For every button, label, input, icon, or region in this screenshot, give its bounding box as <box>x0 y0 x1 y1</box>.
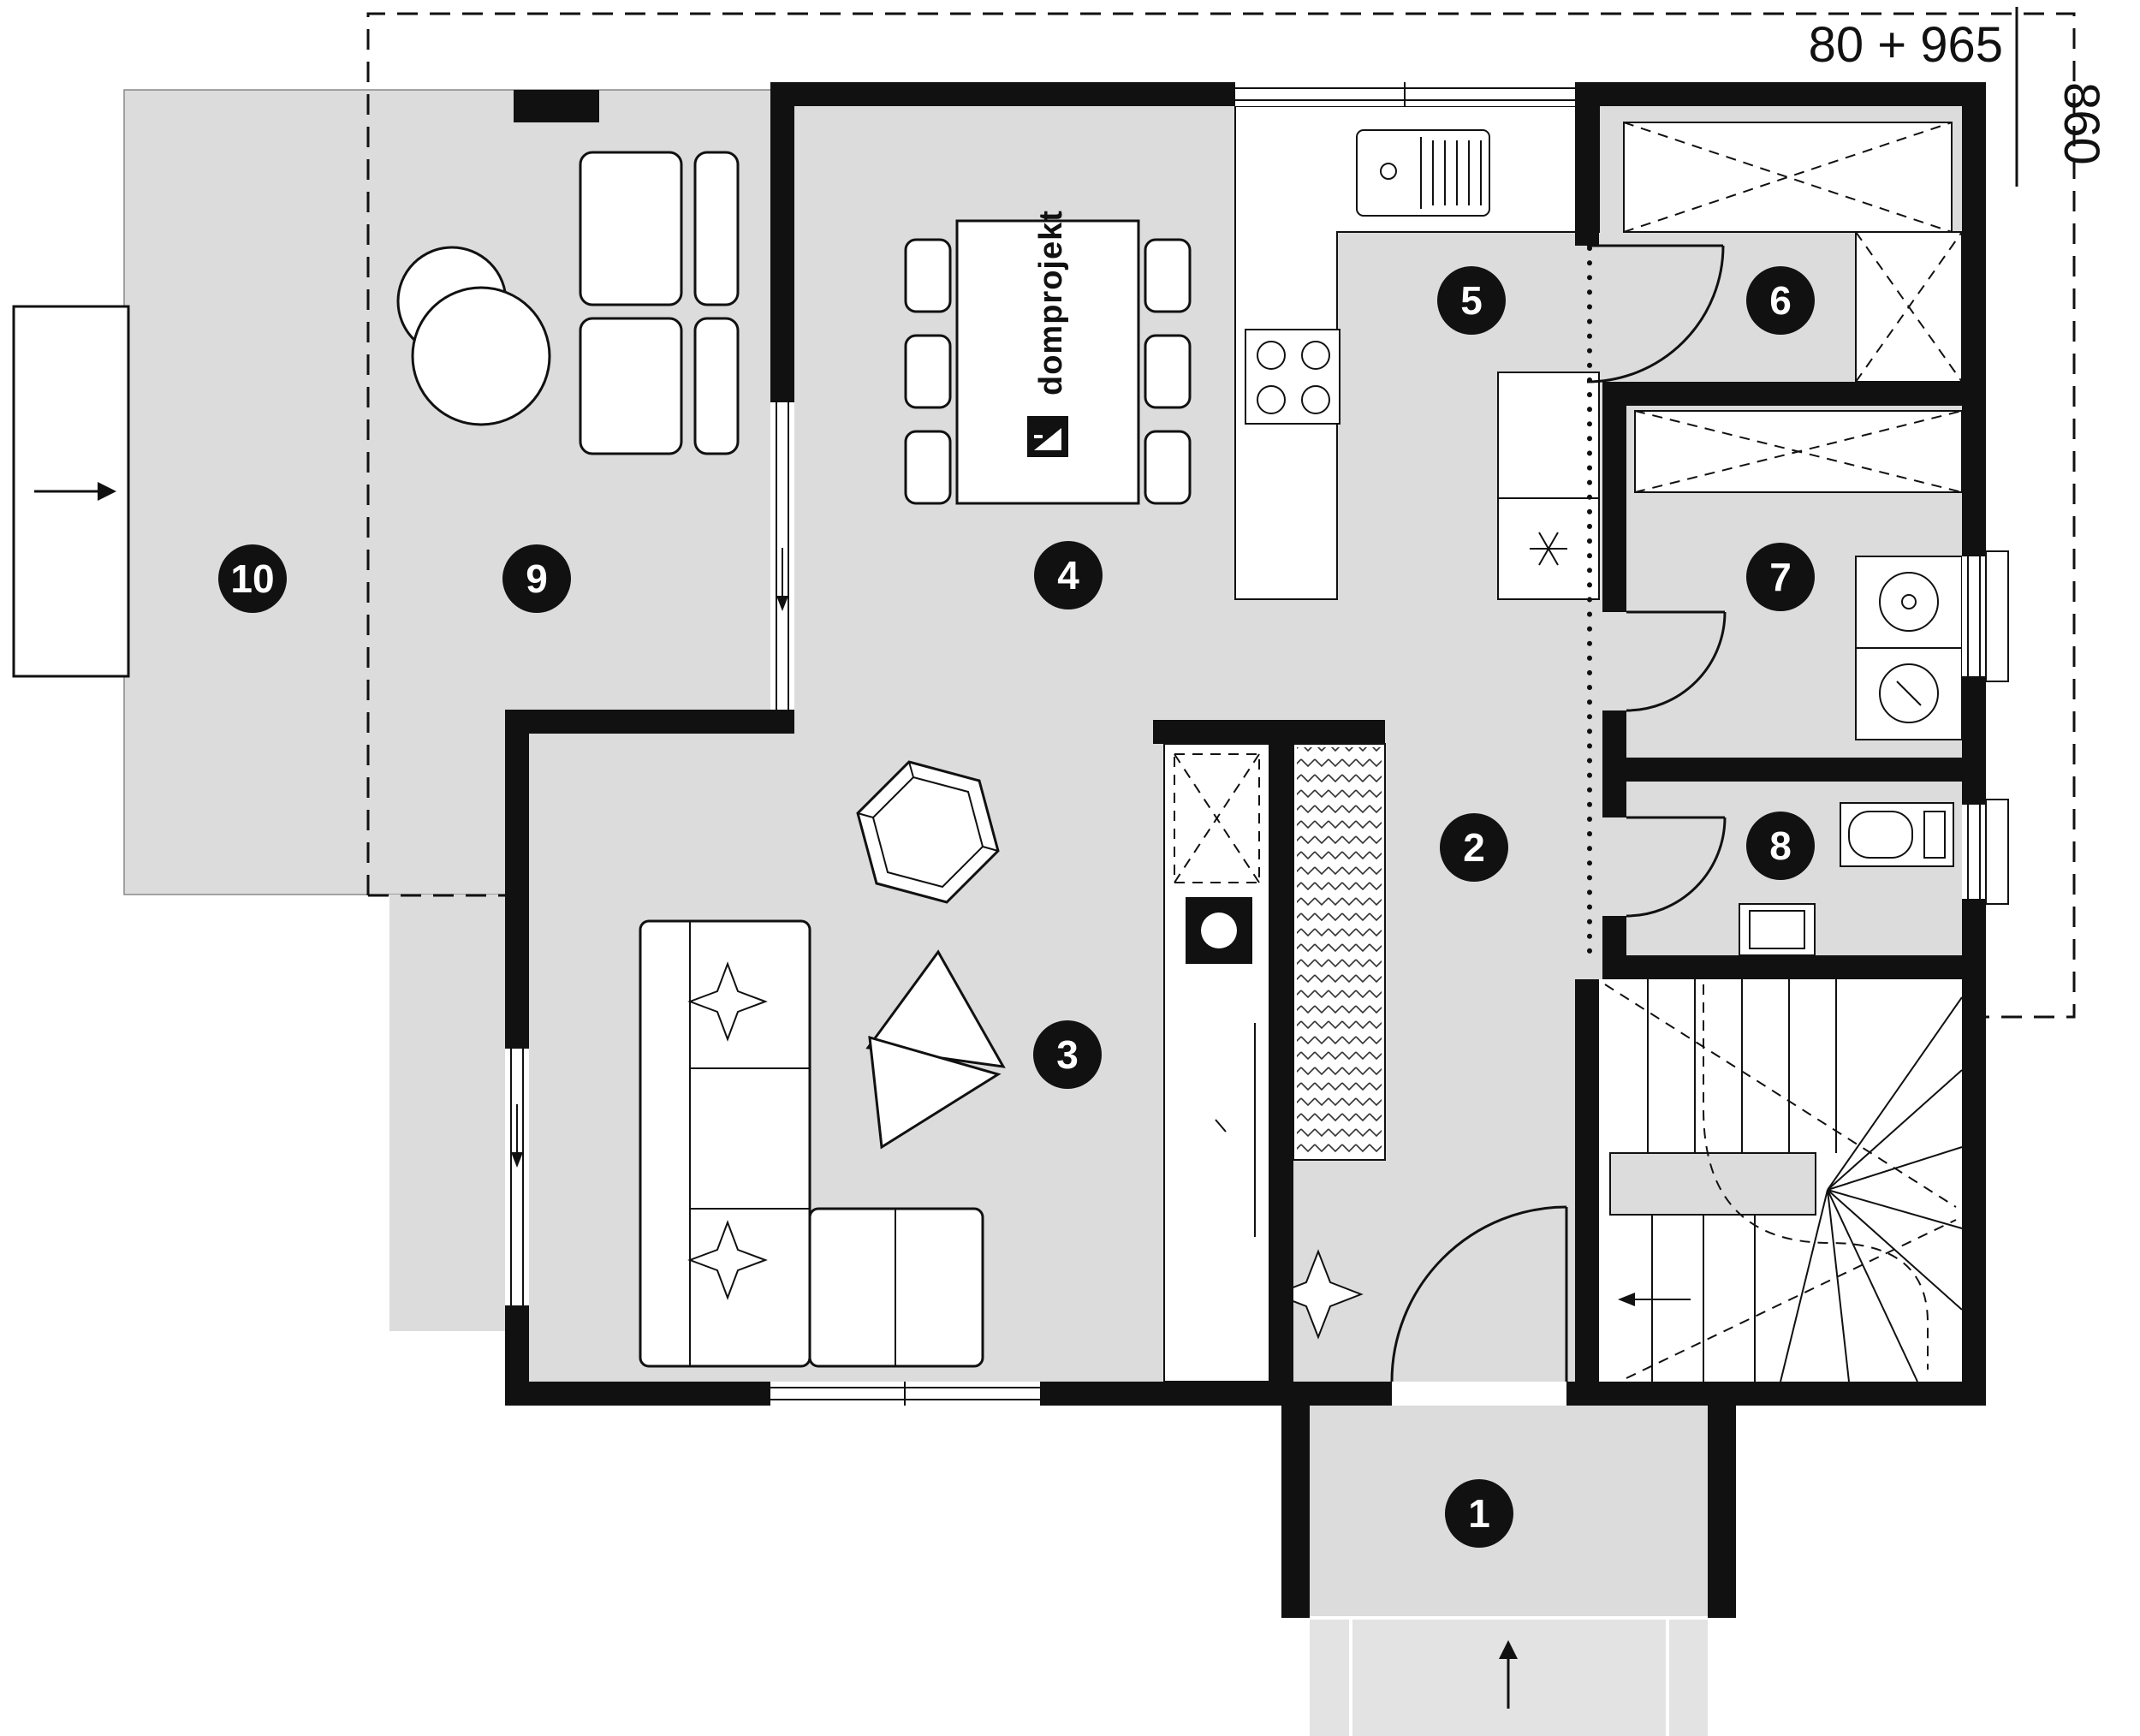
cooktop <box>1245 329 1340 425</box>
fridge-unit <box>1497 372 1600 600</box>
lounge-seat <box>693 317 740 455</box>
room-marker-number: 3 <box>1056 1032 1079 1077</box>
kitchen-window <box>1235 82 1575 106</box>
room-marker-number: 9 <box>526 556 548 601</box>
door-room6 <box>1586 244 1725 383</box>
wc-window <box>1962 799 2009 905</box>
dining-table <box>955 219 1140 505</box>
washbasin <box>1739 903 1816 956</box>
dining-chair <box>1144 334 1192 409</box>
dining-chair <box>1144 238 1192 313</box>
room-marker-number: 5 <box>1460 278 1483 323</box>
lounge-seat <box>579 317 683 455</box>
walls <box>505 82 1986 1618</box>
dining-chair <box>904 334 952 409</box>
windows <box>505 82 2009 1406</box>
lounge-seat <box>579 151 683 306</box>
porch-wall <box>1281 1406 1310 1618</box>
living-window <box>770 1382 1040 1406</box>
room-marker-number: 4 <box>1057 553 1079 597</box>
terrace-furniture <box>396 151 740 455</box>
washing-machine <box>1855 556 1963 649</box>
laundry-appliances <box>1855 556 1963 740</box>
entry-arrows <box>12 305 1518 1709</box>
logo: domprojekt <box>1027 210 1069 457</box>
door-room8 <box>1626 816 1727 918</box>
room-marker-number: 2 <box>1463 825 1485 870</box>
room-marker-number: 1 <box>1468 1491 1490 1536</box>
dining-chair <box>904 430 952 505</box>
sofa <box>639 919 984 1368</box>
logo-text: domprojekt <box>1033 210 1069 395</box>
dimension-labels: 80 + 965 860 <box>1809 7 2109 187</box>
kitchen <box>1234 105 1600 600</box>
door-room7 <box>1626 610 1727 712</box>
chimney <box>514 90 599 122</box>
room-marker-9 <box>502 544 571 613</box>
toilet <box>1840 802 1954 867</box>
dining-chair <box>904 238 952 313</box>
room-marker-number: 8 <box>1769 823 1792 868</box>
room-marker-7 <box>1746 543 1815 611</box>
coffee-table <box>856 760 1006 1150</box>
room-marker-number: 10 <box>230 556 274 601</box>
hall-wardrobe <box>1293 743 1386 1161</box>
bathroom-fixtures <box>1739 802 1954 956</box>
room-marker-4 <box>1034 541 1103 609</box>
room-marker-number: 6 <box>1769 278 1792 323</box>
main-entry-arrow <box>1499 1640 1518 1709</box>
living-terrace-door <box>505 1049 529 1305</box>
round-table <box>411 286 551 426</box>
laundry-window <box>1962 550 2009 682</box>
porch-wall <box>1708 1406 1736 1618</box>
media-wall <box>1163 743 1270 1382</box>
room-markers: 1 2 3 4 5 6 7 8 9 10 <box>218 266 1815 1548</box>
roof-outline <box>366 12 2076 1019</box>
plant <box>1273 1249 1364 1340</box>
room-marker-2 <box>1440 813 1508 882</box>
stairs-landing <box>1609 1152 1816 1216</box>
doors <box>1390 244 1727 1382</box>
entry-door <box>1390 1205 1568 1382</box>
terrace-sliding-door <box>770 402 794 710</box>
logo-icon <box>1027 416 1068 457</box>
kitchen-sink <box>1356 129 1490 217</box>
closet-room7 <box>1634 410 1963 493</box>
lounge-seat <box>693 151 740 306</box>
room-marker-8 <box>1746 812 1815 880</box>
room-marker-6 <box>1746 266 1815 335</box>
dining-set: domprojekt <box>904 210 1192 505</box>
room-marker-10 <box>218 544 287 613</box>
closets <box>1293 122 1963 1161</box>
dryer-machine <box>1855 647 1963 740</box>
dimension-right: 860 <box>2054 82 2109 165</box>
terrace-entry <box>12 305 130 678</box>
snowflake-icon <box>1530 532 1567 566</box>
cushion-star <box>687 961 768 1042</box>
fireplace <box>1186 897 1252 964</box>
room-marker-1 <box>1445 1479 1513 1548</box>
side-path-floor <box>389 895 505 1331</box>
stairs-direction-arrow <box>1618 1293 1691 1306</box>
cushion-star <box>687 1220 768 1300</box>
stairs <box>1604 979 1963 1382</box>
dimension-top: 80 + 965 <box>1809 17 2003 73</box>
closet-room6-top <box>1623 122 1953 233</box>
dining-chair <box>1144 430 1192 505</box>
room-marker-5 <box>1437 266 1506 335</box>
closet-room6-side <box>1855 231 1963 383</box>
side-table-triangle <box>868 1035 1002 1150</box>
room-marker-3 <box>1033 1020 1102 1089</box>
room-marker-number: 7 <box>1769 555 1792 599</box>
